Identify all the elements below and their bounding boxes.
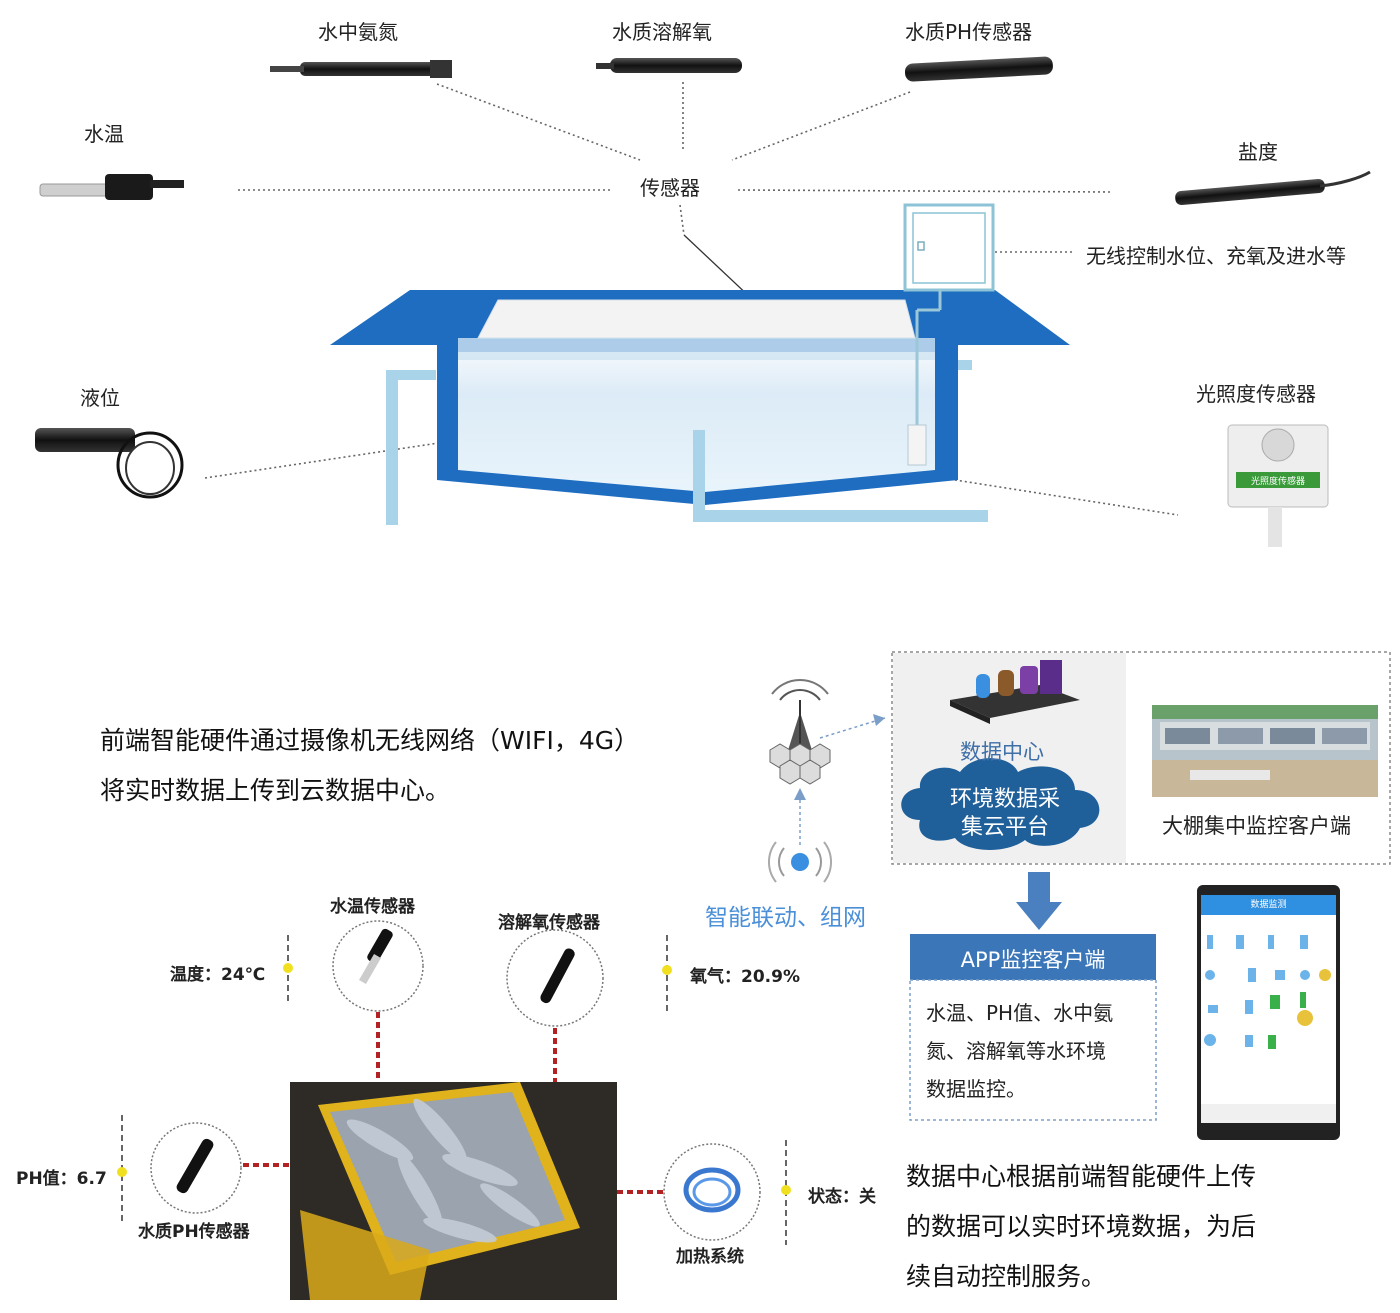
ph-reading: PH值：6.7: [16, 1169, 107, 1189]
wireless-control-label: 无线控制水位、充氧及进水等: [1086, 244, 1346, 268]
heating-system-label: 加热系统: [676, 1247, 744, 1267]
salinity-probe-icon: [1175, 170, 1371, 206]
light-sensor-icon: [1227, 424, 1329, 547]
cloud-shape: [901, 758, 1100, 850]
down-arrow-icon: [1016, 872, 1062, 930]
upload-description: 前端智能硬件通过摄像机无线网络（WIFI，4G） 将实时数据上传到云数据中心。: [100, 716, 740, 816]
dissolved-oxygen-probe-icon: [596, 58, 742, 73]
red-connectors: [243, 1012, 663, 1194]
light-sensor-plate-label: 光照度传感器: [1250, 477, 1305, 487]
ph-probe-icon: [904, 56, 1053, 82]
oxygen-reading: 氧气：20.9%: [690, 967, 800, 987]
temperature-reading: 温度：24℃: [170, 965, 266, 985]
app-desc-line-1: 水温、PH值、水中氨: [926, 1001, 1114, 1025]
service-description: 数据中心根据前端智能硬件上传 的数据可以实时环境数据，为后 续自动控制服务。: [906, 1152, 1386, 1302]
linkage-label: 智能联动、组网: [705, 905, 866, 931]
reading-dots: [117, 963, 791, 1195]
cloud-panel-border: [891, 651, 1391, 865]
data-center-label: 数据中心: [960, 740, 1044, 764]
app-header-bg: [910, 934, 1156, 980]
upload-line-1: 前端智能硬件通过摄像机无线网络（WIFI，4G）: [100, 726, 640, 755]
cloud-platform-label: 环境数据采 集云平台: [930, 786, 1080, 842]
sensor-lead-lines: [204, 82, 1179, 516]
level-probe-icon: [35, 428, 184, 499]
do-sensor-label: 溶解氧传感器: [498, 913, 600, 933]
app-desc-line-2: 氮、溶解氧等水环境: [926, 1039, 1106, 1063]
dissolved-oxygen-label: 水质溶解氧: [612, 20, 712, 44]
water-temp-probe-icon: [39, 174, 184, 200]
app-desc-border: [909, 979, 1157, 1121]
signal-tower-icon: [769, 679, 831, 785]
ammonia-label: 水中氨氮: [318, 20, 398, 44]
service-line-1: 数据中心根据前端智能硬件上传: [906, 1162, 1257, 1191]
heating-circle: [663, 1143, 761, 1241]
ammonia-probe-icon: [270, 60, 452, 78]
upload-line-2: 将实时数据上传到云数据中心。: [100, 776, 451, 805]
service-line-3: 续自动控制服务。: [906, 1262, 1107, 1291]
salinity-label: 盐度: [1238, 140, 1278, 164]
fish-crate-photo: [290, 1082, 617, 1300]
app-desc-line-3: 数据监控。: [926, 1077, 1026, 1101]
monitor-room-photo: [1152, 705, 1378, 797]
control-box-graphic: [903, 203, 995, 466]
phone-header-label: 数据监测: [1250, 900, 1287, 910]
pool-graphic: [330, 290, 1070, 525]
water-temp-label: 水温: [84, 122, 124, 146]
monitor-client-label: 大棚集中监控客户端: [1162, 814, 1351, 838]
app-description: 水温、PH值、水中氨 氮、溶解氧等水环境 数据监控。: [926, 994, 1151, 1108]
light-sensor-label: 光照度传感器: [1196, 382, 1316, 406]
datacenter-icon: [950, 660, 1080, 724]
sensor-glyphs: [176, 928, 741, 1213]
tower-to-dc-line: [819, 717, 886, 739]
sensor-hub-label: 传感器: [640, 176, 700, 200]
level-label: 液位: [80, 386, 120, 410]
cloud-line-1: 环境数据采: [949, 787, 1060, 812]
water-temp-sensor-circle: [332, 920, 424, 1012]
service-line-2: 的数据可以实时环境数据，为后: [906, 1212, 1257, 1241]
phone-mockup: [1197, 885, 1340, 1140]
ph-label: 水质PH传感器: [905, 20, 1033, 44]
heating-status-reading: 状态：关: [808, 1187, 876, 1207]
app-client-title: APP监控客户端: [960, 948, 1106, 972]
water-temp-sensor-label: 水温传感器: [330, 897, 415, 917]
ph-sensor-label: 水质PH传感器: [138, 1222, 250, 1242]
wifi-signal-icon: [767, 841, 833, 883]
cloud-line-2: 集云平台: [960, 815, 1049, 840]
